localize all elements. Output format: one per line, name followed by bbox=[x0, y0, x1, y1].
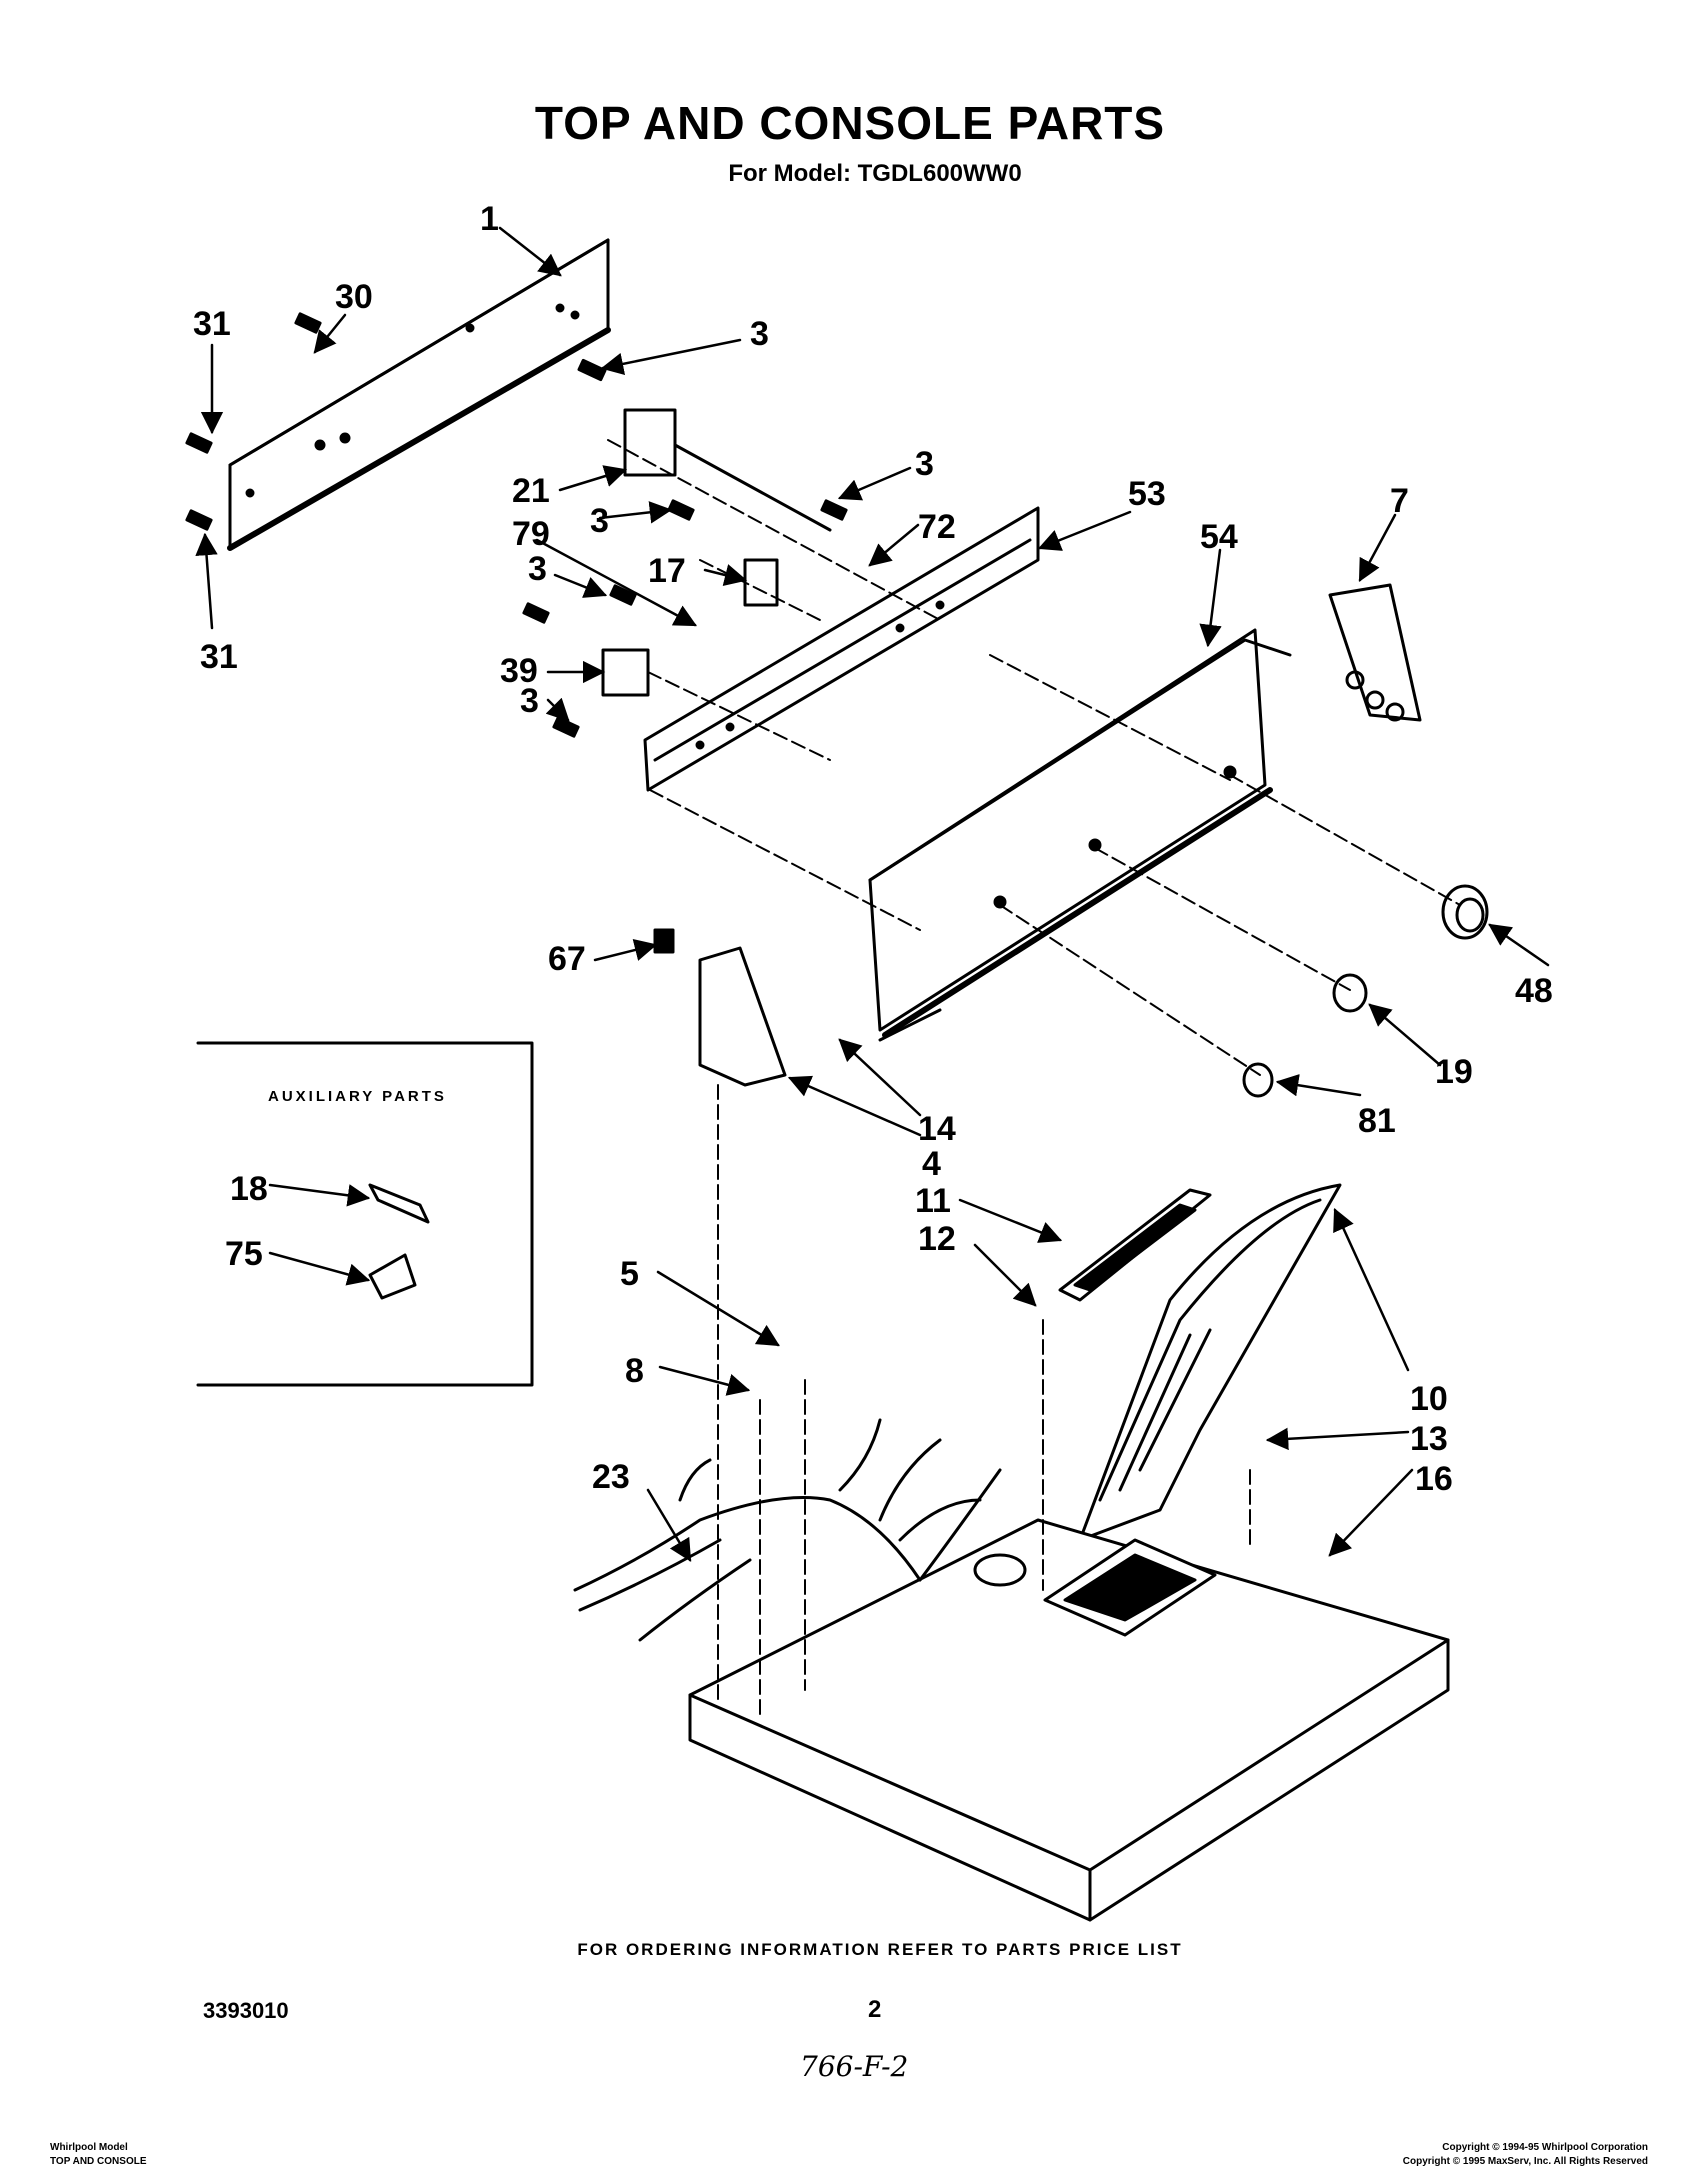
callout-54: 54 bbox=[1200, 518, 1238, 556]
end-cap-left-part bbox=[698, 946, 787, 1087]
model-subtitle: For Model: TGDL600WW0 bbox=[728, 160, 1022, 187]
callout-19: 19 bbox=[1435, 1053, 1473, 1091]
control-bracket-part bbox=[643, 506, 1040, 792]
part-39 bbox=[601, 648, 650, 697]
document-number: 3393010 bbox=[203, 1998, 289, 2023]
wiring-harness-part bbox=[573, 1418, 1002, 1642]
callout-48: 48 bbox=[1515, 972, 1553, 1010]
callout-18: 18 bbox=[230, 1170, 268, 1208]
callout-3-b: 3 bbox=[915, 445, 934, 483]
callout-23: 23 bbox=[592, 1458, 630, 1496]
callout-13: 13 bbox=[1410, 1420, 1448, 1458]
leader-lines bbox=[607, 439, 1461, 1721]
end-cap-part bbox=[1328, 583, 1422, 722]
screw-parts bbox=[185, 312, 848, 738]
ordering-note: FOR ORDERING INFORMATION REFER TO PARTS … bbox=[577, 1940, 1183, 1959]
callout-67: 67 bbox=[548, 940, 586, 978]
callout-3-a: 3 bbox=[750, 315, 769, 353]
callout-21: 21 bbox=[512, 472, 550, 510]
callout-1: 1 bbox=[480, 200, 499, 238]
callout-8: 8 bbox=[625, 1352, 644, 1390]
model-line: Whirlpool Model bbox=[50, 2142, 128, 2153]
callout-4: 4 bbox=[922, 1145, 941, 1183]
callout-81: 81 bbox=[1358, 1102, 1396, 1140]
callout-10: 10 bbox=[1410, 1380, 1448, 1418]
callout-3-d: 3 bbox=[528, 550, 547, 588]
callout-39: 39 bbox=[500, 652, 538, 690]
copyright-line-2: Copyright © 1995 MaxServ, Inc. All Right… bbox=[1402, 2156, 1648, 2167]
callout-3-c: 3 bbox=[590, 502, 609, 540]
auxiliary-parts-title: AUXILIARY PARTS bbox=[268, 1088, 447, 1105]
section-line: TOP AND CONSOLE bbox=[50, 2156, 147, 2167]
callout-arrows bbox=[195, 226, 1550, 1562]
console-part bbox=[868, 628, 1292, 1042]
callout-5: 5 bbox=[620, 1255, 639, 1293]
callout-14: 14 bbox=[918, 1110, 956, 1148]
grille-part bbox=[1058, 1188, 1212, 1302]
callout-11: 11 bbox=[915, 1182, 951, 1220]
duct-part bbox=[1078, 1183, 1342, 1542]
callout-31-bottom: 31 bbox=[200, 638, 238, 676]
callout-7: 7 bbox=[1390, 482, 1409, 520]
callout-12: 12 bbox=[918, 1220, 956, 1258]
callout-30: 30 bbox=[335, 278, 373, 316]
handwritten-note: 766-F-2 bbox=[800, 2050, 909, 2083]
part-67 bbox=[653, 928, 675, 954]
callout-3-e: 3 bbox=[520, 682, 539, 720]
callout-79: 79 bbox=[512, 515, 550, 553]
auxiliary-parts-box bbox=[196, 1041, 534, 1387]
callout-31-top: 31 bbox=[193, 305, 231, 343]
top-panel-part bbox=[688, 1518, 1450, 1922]
copyright-line-1: Copyright © 1994-95 Whirlpool Corporatio… bbox=[1442, 2142, 1648, 2153]
callout-75: 75 bbox=[225, 1235, 263, 1273]
callout-16: 16 bbox=[1415, 1460, 1453, 1498]
part-17 bbox=[743, 558, 779, 607]
knob-parts bbox=[1242, 884, 1489, 1098]
callout-72: 72 bbox=[918, 508, 956, 546]
callout-53: 53 bbox=[1128, 475, 1166, 513]
page-number: 2 bbox=[868, 1996, 882, 2023]
callout-17: 17 bbox=[648, 552, 686, 590]
rear-panel-part bbox=[227, 238, 611, 551]
switch-part bbox=[623, 408, 832, 532]
page-title: TOP AND CONSOLE PARTS bbox=[534, 97, 1166, 149]
